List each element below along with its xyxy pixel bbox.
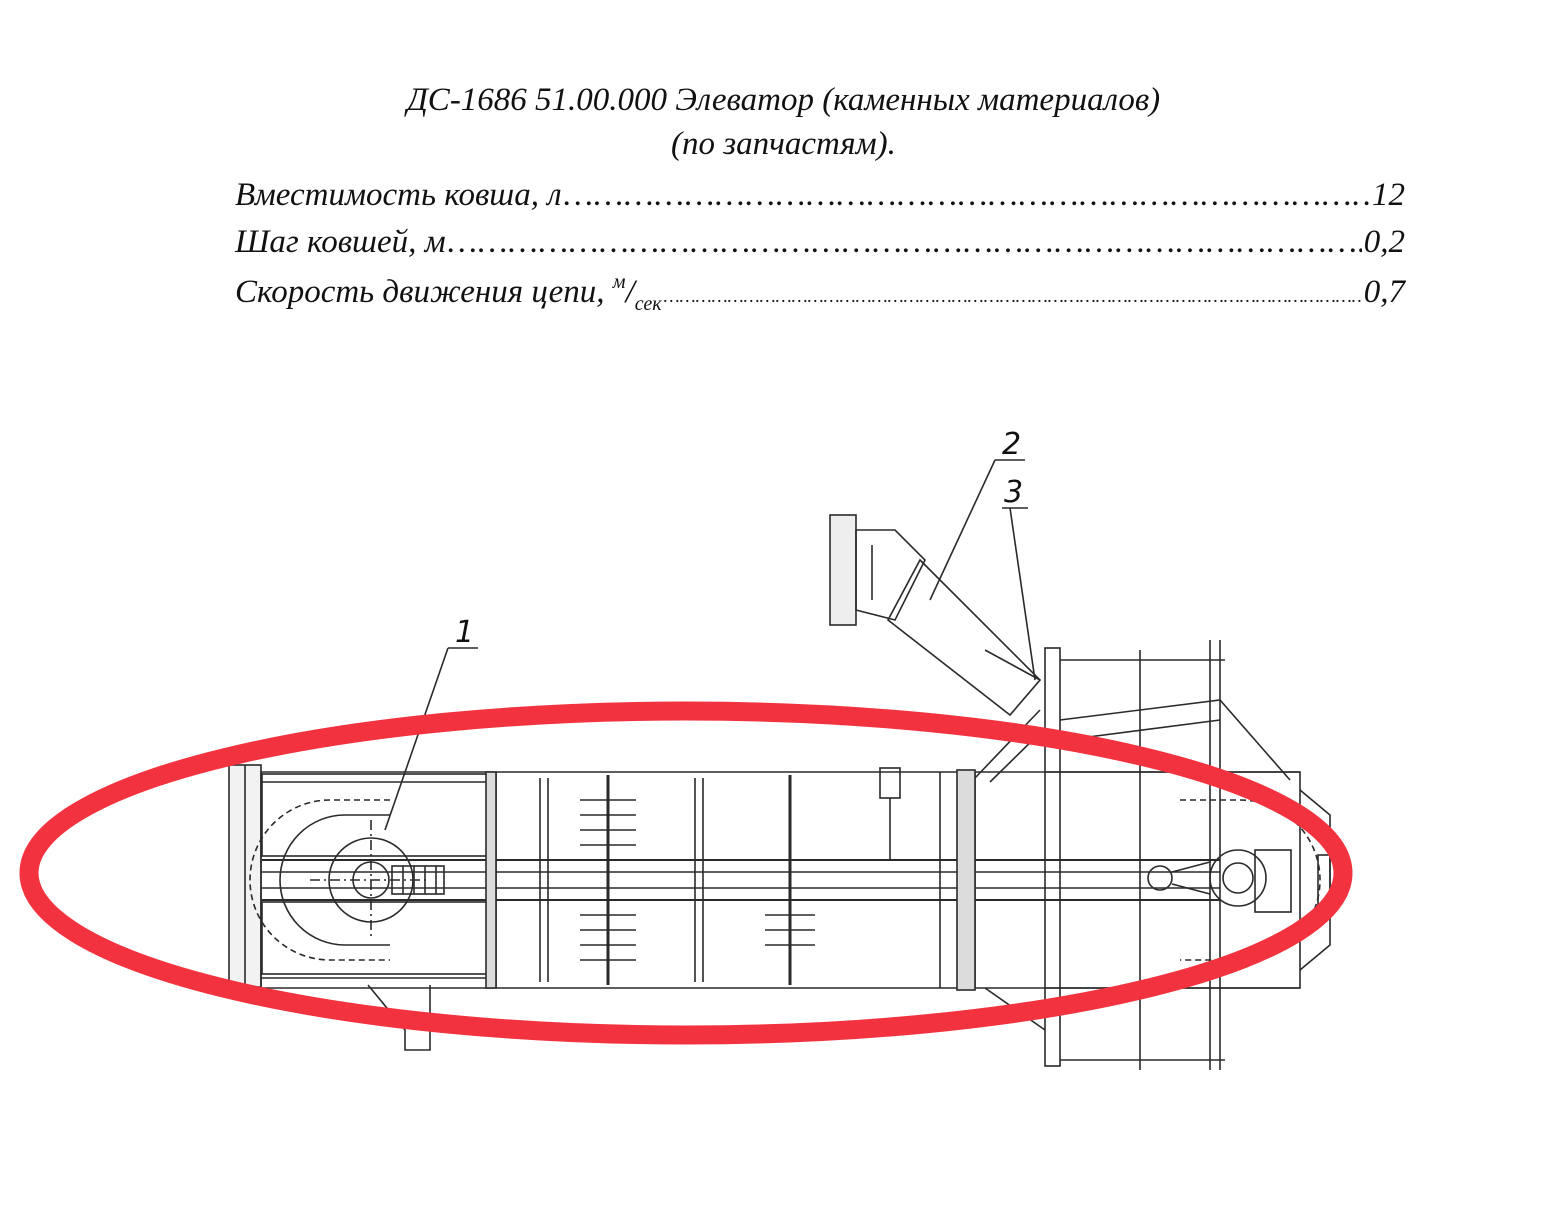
unit-numerator: м — [612, 271, 626, 293]
spec-label: Скорость движения цепи, м/сек — [235, 271, 662, 315]
spec-label: Шаг ковшей, м — [235, 224, 446, 260]
callout-1: 1 — [455, 615, 474, 650]
callout-labels: 1 2 3 — [455, 427, 1023, 650]
title-line-1: ДС-1686 51.00.000 Элеватор (каменных мат… — [406, 82, 1161, 118]
unit-denominator: сек — [634, 293, 662, 315]
callout-leaders — [384, 459, 1036, 831]
callout-3: 3 — [1004, 475, 1023, 510]
spec-value: 0,2 — [1363, 224, 1405, 260]
title-line-2: (по запчастям). — [671, 126, 896, 162]
dot-leader: …………………………………………………………………………………………………………… — [663, 286, 1362, 306]
spec-chain-speed: Скорость движения цепи, м/сек …………………………… — [235, 271, 1405, 315]
elevator-body — [228, 514, 1331, 1070]
callout-2: 2 — [1002, 427, 1021, 462]
spec-value: 12 — [1372, 177, 1405, 213]
spec-bucket-pitch: Шаг ковшей, м ……………………………………………………………………… — [235, 224, 1405, 268]
spec-bucket-capacity: Вместимость ковша, л …………………………………………………… — [235, 177, 1405, 221]
dot-leader: …………………………………………………………………………………………………………… — [563, 177, 1370, 213]
highlight-ellipse — [19, 701, 1353, 1045]
spec-value: 0,7 — [1363, 274, 1405, 310]
spec-label: Вместимость ковша, л — [235, 177, 562, 213]
document-header: ДС-1686 51.00.000 Элеватор (каменных мат… — [0, 78, 1567, 166]
dot-leader: …………………………………………………………………………………………………………… — [447, 224, 1362, 260]
